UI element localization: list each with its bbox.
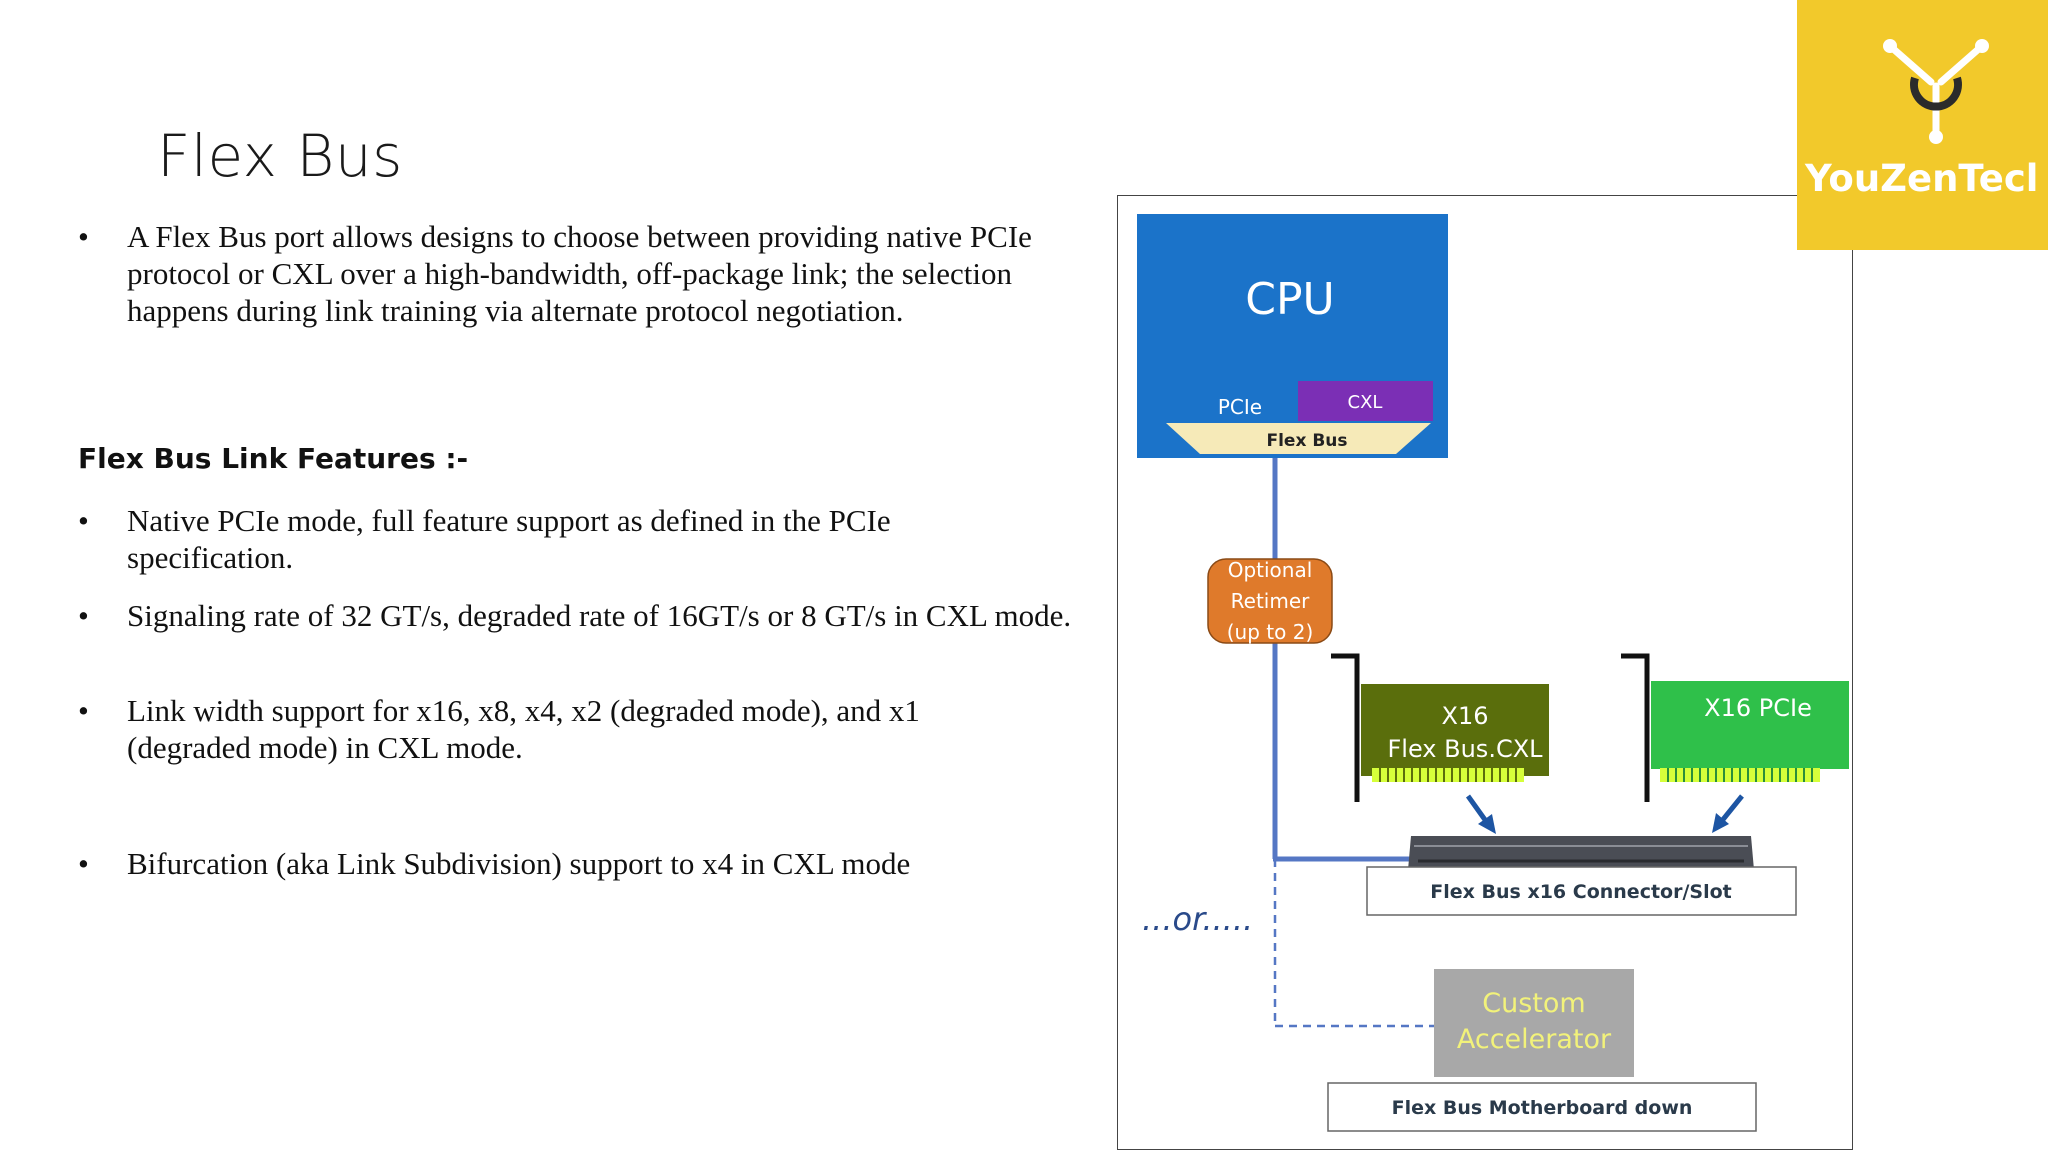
card2-arrow <box>1719 794 1744 824</box>
bullet-marker: • <box>78 846 89 881</box>
feature-text: Link width support for x16, x8, x4, x2 (… <box>127 693 920 765</box>
cxl-block <box>1298 381 1433 421</box>
accelerator-line-1: Custom <box>1482 988 1585 1019</box>
card1-bracket <box>1331 653 1360 802</box>
cpu-block <box>1137 214 1448 458</box>
feature-text: Bifurcation (aka Link Subdivision) suppo… <box>127 846 911 881</box>
card2-bracket <box>1621 653 1650 802</box>
card1-line-1: X16 <box>1442 702 1489 730</box>
accelerator-line-2: Accelerator <box>1457 1024 1612 1055</box>
youzentech-logo-icon <box>1883 39 1989 144</box>
feature-bullet-2: • Signaling rate of 32 GT/s, degraded ra… <box>78 597 1088 634</box>
slide-title: Flex Bus <box>157 122 403 190</box>
motherboard-label-box <box>1327 1082 1757 1132</box>
feature-bullet-3: • Link width support for x16, x8, x4, x2… <box>78 692 1088 766</box>
retimer-line-3: (up to 2) <box>1227 620 1314 644</box>
youzentech-logo: YouZenTecl <box>1797 0 2048 250</box>
youzentech-brand-text: YouZenTecl <box>1805 157 2039 200</box>
card1-line-2: Flex Bus.CXL <box>1387 735 1543 763</box>
bullet-marker: • <box>78 219 89 254</box>
cpu-label: CPU <box>1245 274 1334 325</box>
feature-text: Signaling rate of 32 GT/s, degraded rate… <box>127 598 1072 633</box>
card1-pins <box>1372 768 1524 782</box>
motherboard-label: Flex Bus Motherboard down <box>1392 1097 1693 1119</box>
intro-bullet-text: A Flex Bus port allows designs to choose… <box>127 219 1032 328</box>
cxl-label: CXL <box>1348 392 1383 413</box>
connector-slot <box>1408 836 1754 870</box>
bullet-marker: • <box>78 693 89 728</box>
custom-accelerator-block <box>1434 969 1634 1077</box>
flex-bus-label: Flex Bus <box>1266 431 1347 451</box>
bullet-marker: • <box>78 503 89 538</box>
flex-bus-trapezoid <box>1166 423 1431 454</box>
card2-label: X16 PCIe <box>1704 694 1812 722</box>
connector-label-box <box>1366 866 1797 916</box>
flex-bus-diagram: CPU CXL PCIe Flex Bus Optional Retimer (… <box>1117 195 1853 1150</box>
features-heading: Flex Bus Link Features :- <box>78 442 469 475</box>
card-flexbus-cxl <box>1361 684 1549 776</box>
feature-text: Native PCIe mode, full feature support a… <box>127 503 891 575</box>
feature-bullet-4: • Bifurcation (aka Link Subdivision) sup… <box>78 845 1088 882</box>
or-label: ...or..... <box>1142 900 1253 938</box>
connector-label: Flex Bus x16 Connector/Slot <box>1430 881 1731 903</box>
retimer-line-2: Retimer <box>1231 589 1310 613</box>
pcie-label: PCIe <box>1218 395 1262 419</box>
card-pcie <box>1651 681 1849 769</box>
retimer-line-1: Optional <box>1228 558 1313 582</box>
bullet-marker: • <box>78 598 89 633</box>
feature-bullet-1: • Native PCIe mode, full feature support… <box>78 502 1088 576</box>
retimer-block <box>1207 558 1333 644</box>
intro-bullet: • A Flex Bus port allows designs to choo… <box>78 218 1088 329</box>
